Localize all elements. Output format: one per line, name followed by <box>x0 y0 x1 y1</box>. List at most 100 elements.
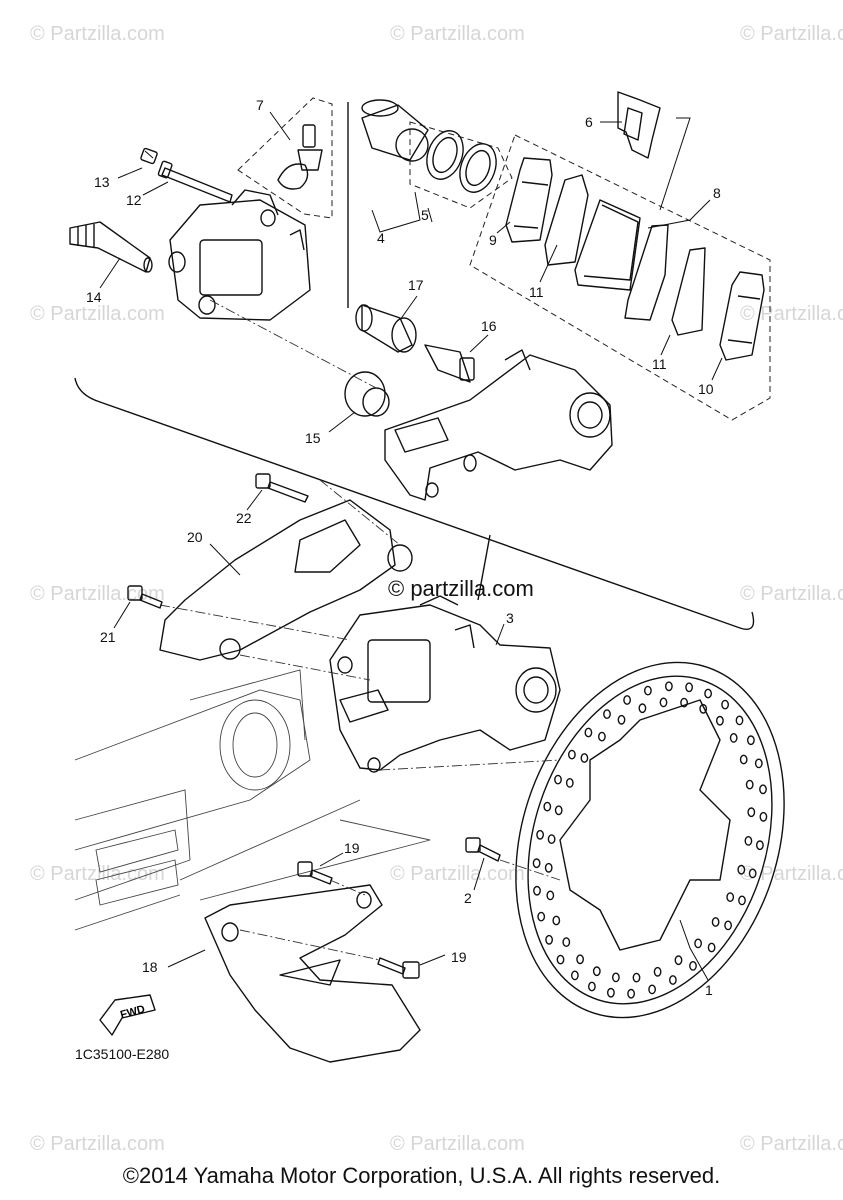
disc-hole <box>747 735 755 746</box>
disc-hole <box>721 699 729 710</box>
watermark: © Partzilla.com <box>390 863 525 885</box>
disc-hole <box>554 774 562 785</box>
disc-hole <box>580 753 589 763</box>
callout-15: 15 <box>305 430 321 446</box>
disc-hole <box>759 784 767 795</box>
watermark: © Partzilla.com <box>30 1133 165 1155</box>
part-slide-pin <box>69 221 153 273</box>
disc-hole <box>659 697 668 708</box>
group-bracket <box>74 377 755 630</box>
center-watermark: © partzilla.com <box>388 576 534 601</box>
disc-hole <box>729 733 738 743</box>
kit-5-outline <box>409 121 513 209</box>
watermark: © Partzilla.com <box>740 303 843 325</box>
disc-hole <box>545 934 553 945</box>
disc-hole <box>685 682 693 693</box>
disc-hole <box>744 836 753 846</box>
part-pad-pin <box>157 160 233 203</box>
disc-hole <box>552 915 561 926</box>
disc-hole <box>674 955 683 966</box>
part-brake-disc <box>515 661 785 1019</box>
part-pad-shim-right <box>719 271 765 361</box>
disc-hole <box>724 920 732 931</box>
part-bolt-21 <box>127 585 163 609</box>
part-caliper-mount <box>159 499 413 661</box>
alignment-line-4 <box>239 654 371 681</box>
part-bracket-bolt <box>424 344 475 383</box>
callout-6: 6 <box>585 114 593 130</box>
callout-11b: 11 <box>652 356 667 372</box>
callout-22: 22 <box>236 510 252 526</box>
diagram-code: 1C35100-E280 <box>75 1046 169 1062</box>
watermark-layer: © Partzilla.com © Partzilla.com © Partzi… <box>30 23 843 1155</box>
watermark: © Partzilla.com <box>30 23 165 45</box>
callout-18: 18 <box>142 959 158 975</box>
disc-hole <box>598 731 606 742</box>
disc-hole <box>716 715 724 726</box>
disc-hole <box>584 727 593 738</box>
disc-hole <box>603 709 611 719</box>
alignment-line-6 <box>499 859 561 881</box>
fwd-label: FWD <box>119 1003 146 1021</box>
disc-hole <box>556 954 565 965</box>
alignment-line-7 <box>329 879 366 896</box>
disc-hole <box>576 954 584 965</box>
group-bracket-stem <box>477 534 491 601</box>
copyright-notice: ©2014 Yamaha Motor Corporation, U.S.A. A… <box>122 1163 721 1188</box>
part-plug-screw <box>140 147 158 165</box>
disc-hole <box>632 972 641 983</box>
swingarm-outline <box>74 669 431 931</box>
watermark: © Partzilla.com <box>30 303 165 325</box>
callout-8: 8 <box>713 185 721 201</box>
disc-hole <box>754 758 763 769</box>
disc-hole <box>648 984 656 995</box>
callout-12: 12 <box>126 192 142 208</box>
disc-hole <box>533 885 541 896</box>
disc-hole <box>638 703 647 714</box>
disc-hole <box>612 972 620 983</box>
alignment-line-1 <box>209 299 381 391</box>
disc-hole <box>665 681 673 692</box>
part-caliper-bracket-top <box>384 349 613 501</box>
watermark: © Partzilla.com <box>740 23 843 45</box>
part-caliper-body-top <box>168 189 311 321</box>
part-brake-pad-1 <box>544 174 589 266</box>
disc-hole <box>547 834 556 844</box>
callout-16: 16 <box>481 318 497 334</box>
watermark: © Partzilla.com <box>740 1133 843 1155</box>
callout-13: 13 <box>94 174 110 190</box>
watermark: © Partzilla.com <box>390 23 525 45</box>
disc-holes <box>532 681 768 999</box>
callout-4: 4 <box>377 230 385 246</box>
disc-hole <box>617 714 626 725</box>
disc-hole <box>748 868 757 879</box>
disc-hole <box>543 801 552 812</box>
part-bushing <box>355 304 417 353</box>
disc-hole <box>704 688 712 699</box>
disc-hole <box>627 988 635 999</box>
callout-9: 9 <box>489 232 497 248</box>
disc-hole <box>571 970 579 981</box>
watermark: © Partzilla.com <box>30 863 165 885</box>
callout-20: 20 <box>187 529 203 545</box>
watermark: © Partzilla.com <box>390 1133 525 1155</box>
disc-hole <box>694 938 702 949</box>
disc-hole <box>623 695 631 705</box>
watermark: © Partzilla.com <box>740 863 843 885</box>
callout-labels: 7 13 12 14 4 5 6 8 9 11 11 10 17 16 15 2… <box>86 97 721 998</box>
disc-hole <box>745 779 754 790</box>
part-bolt-19-lower <box>377 957 420 979</box>
disc-hole <box>699 703 708 714</box>
part-bolt-22 <box>255 473 309 503</box>
disc-hole <box>544 862 553 873</box>
disc-hole <box>554 805 563 816</box>
alignment-line-2 <box>319 479 401 546</box>
part-disc-bolt <box>465 837 501 862</box>
disc-hole <box>735 715 744 726</box>
part-disc-guard <box>204 884 421 1063</box>
disc-hole <box>562 937 571 947</box>
disc-hole <box>689 961 697 971</box>
disc-hole <box>669 975 677 985</box>
kit-7-outline <box>237 97 333 219</box>
disc-hole <box>644 685 652 696</box>
